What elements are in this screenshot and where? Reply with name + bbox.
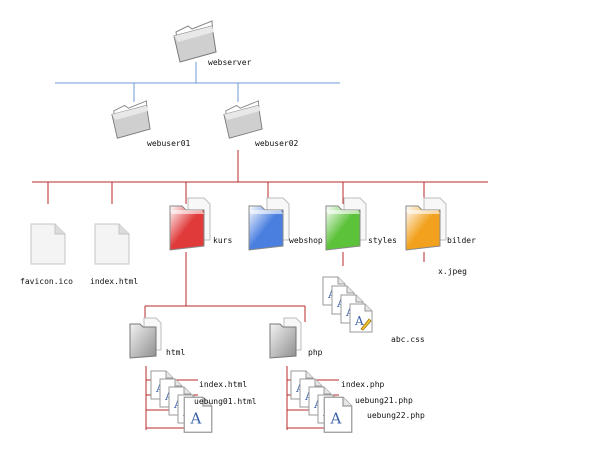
document-icon: A — [323, 396, 353, 433]
folder-icon — [405, 197, 447, 251]
open-folder-icon — [223, 100, 263, 139]
folder-icon-webserver — [172, 20, 218, 64]
file-icon — [30, 223, 66, 265]
folder-icon — [129, 317, 162, 359]
folder-icon-html — [128, 316, 162, 360]
folder-icon-php — [268, 316, 302, 360]
label-bilder: bilder — [447, 236, 476, 245]
file-icon-favicon — [29, 222, 67, 266]
label-php-file-1: uebung21.php — [355, 396, 413, 405]
label-index-html: index.html — [90, 277, 139, 286]
label-favicon: favicon.ico — [20, 277, 73, 286]
folder-icon-styles — [322, 196, 368, 252]
label-webuser01: webuser01 — [147, 139, 191, 148]
open-folder-icon — [173, 20, 217, 63]
label-php-file-0: index.php — [341, 380, 385, 389]
folder-icon-webuser02 — [222, 100, 264, 140]
folder-icon — [248, 197, 290, 251]
folder-icon — [269, 317, 302, 359]
label-x-jpeg: x.jpeg — [438, 267, 467, 276]
folder-icon-kurs — [166, 196, 212, 252]
label-php: php — [308, 348, 323, 357]
document-icon: A — [183, 396, 213, 433]
folder-icon-bilder — [402, 196, 448, 252]
svg-text:A: A — [190, 410, 202, 428]
label-styles: styles — [368, 236, 397, 245]
label-abc-css: abc.css — [391, 335, 425, 344]
folder-icon-webshop — [245, 196, 291, 252]
label-html: html — [166, 348, 186, 357]
folder-icon-webuser01 — [110, 100, 152, 140]
label-html-file-1: uebung01.html — [194, 397, 257, 406]
file-icon — [94, 223, 130, 265]
label-php-file-2: uebung22.php — [367, 411, 425, 420]
pencil-icon — [360, 318, 372, 331]
svg-text:A: A — [354, 314, 364, 328]
file-icon-index-html — [93, 222, 131, 266]
open-folder-icon — [111, 100, 151, 139]
label-html-file-0: index.html — [199, 380, 248, 389]
label-kurs: kurs — [213, 236, 233, 245]
folder-icon — [169, 197, 211, 251]
svg-text:A: A — [330, 410, 342, 428]
folder-icon — [325, 197, 367, 251]
label-webshop: webshop — [289, 236, 323, 245]
label-webuser02: webuser02 — [255, 139, 299, 148]
label-webserver: webserver — [208, 58, 252, 67]
